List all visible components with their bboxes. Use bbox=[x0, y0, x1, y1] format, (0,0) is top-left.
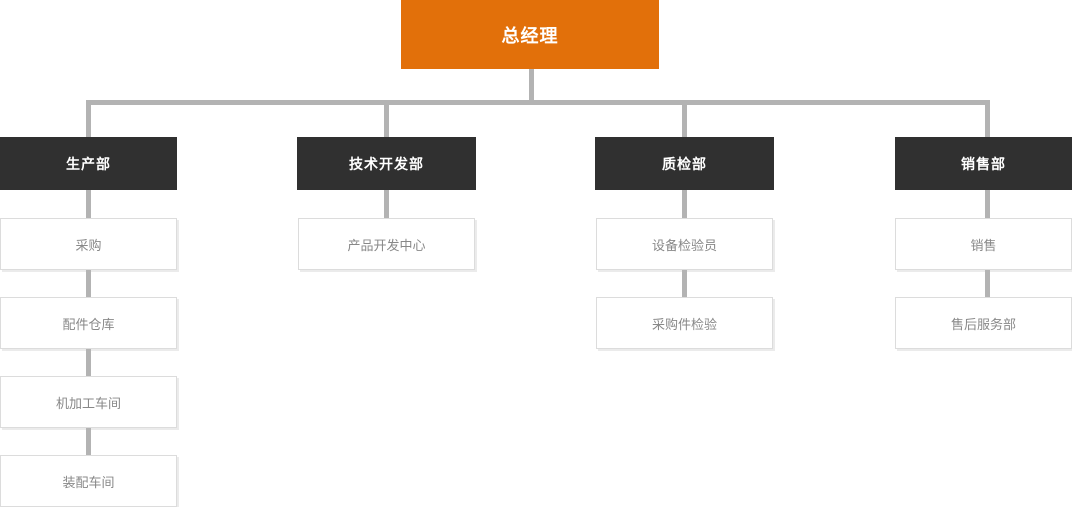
org-node-dept-2-child-1-label: 产品开发中心 bbox=[347, 237, 426, 253]
org-node-dept-1-child-1-label: 采购 bbox=[75, 237, 102, 253]
org-node-dept-1-child-2[interactable]: 配件仓库 bbox=[0, 297, 177, 349]
connector-bus-to-dept-3 bbox=[682, 100, 687, 137]
org-node-dept-3-label: 质检部 bbox=[662, 155, 707, 172]
org-node-dept-4-child-2-label: 售后服务部 bbox=[950, 316, 1016, 332]
connector-dept-3-to-child-2 bbox=[682, 270, 687, 297]
connector-dept-1-to-child-3 bbox=[86, 349, 91, 376]
connector-root-stem bbox=[529, 69, 534, 105]
org-node-dept-2-label: 技术开发部 bbox=[349, 155, 424, 172]
org-node-dept-3-child-1[interactable]: 设备检验员 bbox=[596, 218, 773, 270]
org-node-dept-1-child-2-label: 配件仓库 bbox=[62, 316, 115, 332]
org-node-dept-2[interactable]: 技术开发部 bbox=[297, 137, 476, 190]
connector-bus-to-dept-4 bbox=[985, 100, 990, 137]
org-node-dept-1-child-3-label: 机加工车间 bbox=[55, 395, 121, 411]
org-node-dept-1-child-4-label: 装配车间 bbox=[62, 474, 115, 490]
connector-bus-to-dept-1 bbox=[86, 100, 91, 137]
org-node-dept-1-child-3[interactable]: 机加工车间 bbox=[0, 376, 177, 428]
org-node-dept-1-child-4[interactable]: 装配车间 bbox=[0, 455, 177, 507]
org-node-dept-4-child-2[interactable]: 售后服务部 bbox=[895, 297, 1072, 349]
org-node-dept-3[interactable]: 质检部 bbox=[595, 137, 774, 190]
connector-dept-4-to-child-1 bbox=[985, 190, 990, 218]
org-node-dept-4-label: 销售部 bbox=[961, 155, 1006, 172]
connector-dept-4-to-child-2 bbox=[985, 270, 990, 297]
org-node-dept-1[interactable]: 生产部 bbox=[0, 137, 177, 190]
org-node-dept-4-child-1[interactable]: 销售 bbox=[895, 218, 1072, 270]
connector-dept-2-to-child-1 bbox=[384, 190, 389, 218]
org-node-dept-1-label: 生产部 bbox=[66, 155, 111, 172]
org-node-root[interactable]: 总经理 bbox=[401, 0, 659, 69]
connector-horizontal-bus bbox=[86, 100, 990, 105]
connector-dept-1-to-child-4 bbox=[86, 428, 91, 455]
org-node-dept-3-child-1-label: 设备检验员 bbox=[651, 237, 717, 253]
connector-dept-3-to-child-1 bbox=[682, 190, 687, 218]
org-node-dept-4-child-1-label: 销售 bbox=[970, 237, 997, 253]
connector-dept-1-to-child-2 bbox=[86, 270, 91, 297]
org-node-root-label: 总经理 bbox=[501, 25, 559, 46]
connector-bus-to-dept-2 bbox=[384, 100, 389, 137]
org-node-dept-2-child-1[interactable]: 产品开发中心 bbox=[298, 218, 475, 270]
org-node-dept-4[interactable]: 销售部 bbox=[895, 137, 1072, 190]
org-node-dept-1-child-1[interactable]: 采购 bbox=[0, 218, 177, 270]
connector-dept-1-to-child-1 bbox=[86, 190, 91, 218]
org-node-dept-3-child-2[interactable]: 采购件检验 bbox=[596, 297, 773, 349]
org-node-dept-3-child-2-label: 采购件检验 bbox=[651, 316, 717, 332]
